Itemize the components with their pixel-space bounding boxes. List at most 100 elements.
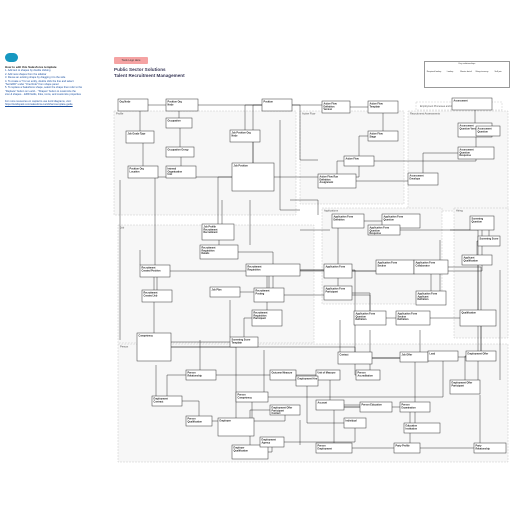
entity-label-line: Question (356, 315, 367, 318)
entity-label-line: Definition (320, 178, 332, 181)
entity-label: Occupation Group (168, 149, 190, 152)
entity-label: Application Form (326, 266, 346, 269)
entity-label-line: Requisition (254, 314, 268, 317)
entity-box (231, 162, 275, 192)
entity-label-line: Assessment (454, 100, 468, 103)
entity-label-line: Definition (418, 298, 430, 301)
entity-label-line: Application Form (418, 293, 438, 296)
instructions-line: 3. Reuse an existing shape by dragging i… (5, 76, 66, 80)
entity-label-line: Education (406, 425, 418, 428)
region-label: Active Flow (302, 112, 315, 116)
entity-label-line: Person (238, 394, 247, 397)
entity-box (465, 350, 497, 362)
entity-label-line: Assessment (478, 128, 492, 131)
entity-label: Outcome Measure (272, 372, 293, 375)
legend: Key relationships Required lookup Lookup… (424, 61, 510, 88)
entity-label-line: Collaborator (416, 264, 430, 267)
entity-label-line: Job Profile (204, 226, 217, 229)
entity-box (201, 223, 235, 241)
entity-label-line: Active Flow (346, 158, 359, 161)
entity-box (323, 285, 353, 301)
entity-label-line: Active Flow Run (320, 176, 339, 179)
entity-label-line: Active Flow (324, 103, 337, 106)
entity-label-line: Participant (254, 317, 267, 320)
entity-box (317, 173, 357, 189)
entity-box (323, 263, 353, 279)
entity-label-line: Org Node (120, 101, 132, 104)
entity-label-line: Employment (318, 447, 333, 450)
relationship-line (306, 381, 355, 424)
entity-label-line: Applicant (464, 257, 475, 260)
entity-box (473, 442, 507, 454)
entity-label-line: Recruitment (202, 247, 216, 250)
entity-label-line: Recruitment (254, 312, 268, 315)
entity-label-line: Active Flow (370, 133, 383, 136)
entity-label-line: Active Flow (370, 103, 383, 106)
legend-item: Required lookup (426, 71, 442, 73)
entity-label-line: Person (318, 445, 327, 448)
legend-title: Key relationships (458, 63, 476, 65)
entity-label-line: Person Education (362, 404, 383, 407)
entity-label-line: Accreditation (358, 374, 374, 377)
entity-label-line: Application Form (334, 216, 354, 219)
entity-box (315, 442, 353, 454)
entity-label-line: Location (130, 170, 141, 173)
relationship-line (253, 161, 360, 178)
instructions-line: 2. Add new shapes from the sidebar (5, 72, 47, 76)
entity-box (381, 213, 421, 229)
instructions-more: For more resources on capital to use luc… (5, 99, 72, 103)
entity-label: Person Education (362, 404, 383, 407)
entity-label-line: Participant (326, 290, 339, 293)
instructions-title: How to edit this Salesforce template (5, 65, 57, 69)
entity-label-line: Employment (262, 439, 277, 442)
entity-box (231, 444, 269, 460)
legend-item: Lookup (446, 71, 454, 73)
entity-box (407, 172, 439, 186)
entity-box (413, 259, 449, 275)
entity-label-line: Screening (472, 218, 484, 221)
entity-box (185, 415, 213, 427)
entity-label-line: Qualification (464, 259, 479, 262)
entity-label-line: Application Form (326, 266, 346, 269)
entity-label-line: Party (476, 445, 483, 448)
entity-label-line: Participant (452, 384, 465, 387)
entity-box (269, 369, 297, 381)
entity-label-line: Job Plan (212, 289, 223, 292)
entity-label-line: Competency (139, 335, 154, 338)
entity-box (469, 215, 495, 231)
entity-box (457, 146, 495, 160)
entity-label-line: Question (478, 130, 489, 133)
entity-label-line: Contract (154, 400, 164, 403)
entity-box (259, 436, 285, 448)
entity-label-line: Recruitment (204, 231, 218, 234)
entity-box (451, 97, 493, 111)
entity-label-line: Examination (402, 406, 417, 409)
entity-box (117, 98, 149, 112)
entity-label-line: Template (370, 105, 381, 108)
entity-box (261, 98, 293, 112)
entity-label-line: Occupation Group (168, 149, 190, 152)
entity-box (165, 98, 199, 112)
entity-label: Screening Score (480, 238, 500, 241)
entity-label-line: Template (232, 341, 243, 344)
entity-label-line: Recruitment (256, 290, 270, 293)
entity-box (127, 165, 159, 179)
region-label: Job (120, 226, 125, 230)
entity-label: Contact (340, 354, 349, 357)
instructions-line: icon & shapes... ERD fields, links, icon… (5, 93, 81, 97)
instructions-link[interactable]: https://lucidspark.com/salesforce-lucidc… (5, 103, 73, 107)
entity-label-line: Person (358, 372, 367, 375)
region-label: Profile (116, 112, 124, 116)
